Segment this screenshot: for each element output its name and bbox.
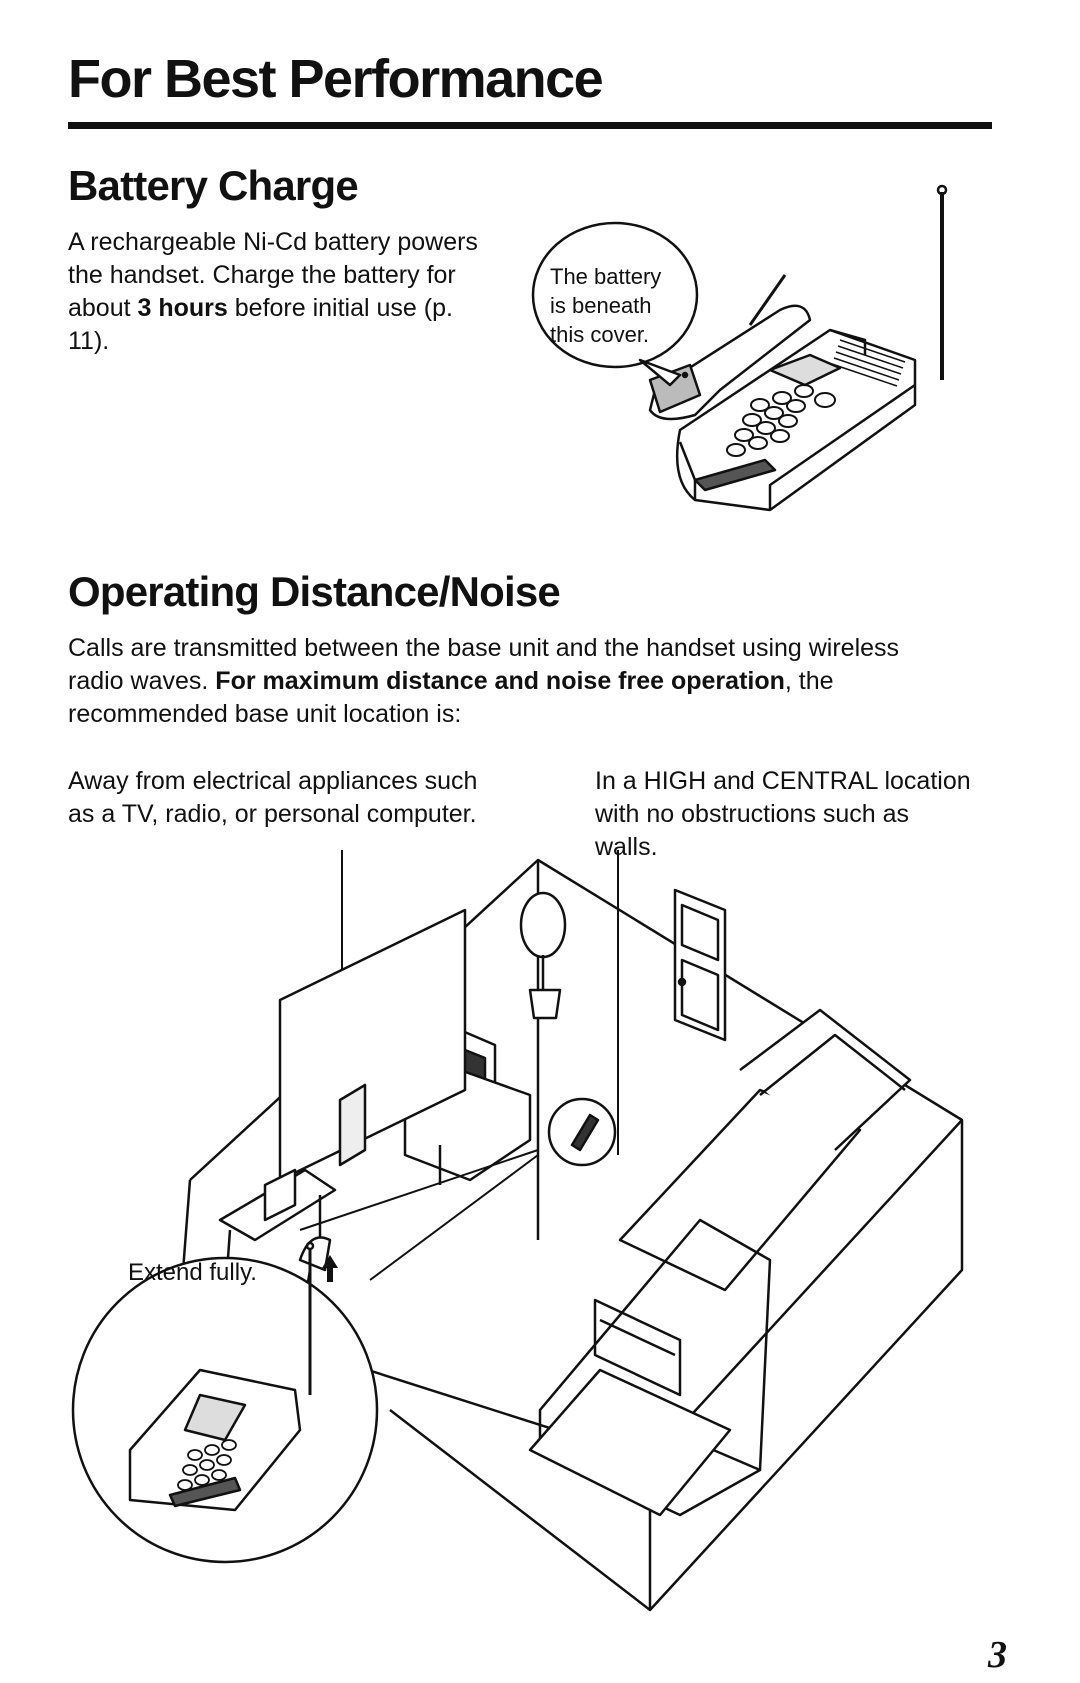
operating-distance-heading: Operating Distance/Noise — [68, 568, 561, 615]
callout-text-1: The battery — [550, 264, 661, 289]
battery-charge-hours: 3 hours — [137, 294, 228, 322]
battery-charge-text-part1: A rechargeable Ni-Cd battery powers the … — [68, 228, 478, 322]
intro-part1: Calls are transmitted between the base u… — [68, 634, 900, 695]
callout-text-2: is beneath — [550, 293, 652, 318]
room-illustration: Extend fully. — [71, 850, 964, 1612]
extend-fully-label: Extend fully. — [128, 1259, 257, 1286]
page-number: 3 — [988, 1634, 1007, 1676]
intro-bold: For maximum distance and noise free oper… — [215, 667, 785, 695]
battery-charge-text: A rechargeable Ni-Cd battery powers the … — [68, 226, 488, 358]
left-caption: Away from electrical appliances such as … — [68, 767, 478, 828]
plant-icon — [519, 891, 567, 959]
operating-distance-intro: Calls are transmitted between the base u… — [68, 632, 918, 731]
base-unit-location-icon — [570, 1113, 600, 1152]
room-walls — [189, 858, 964, 1612]
table-icon — [528, 1368, 732, 1517]
right-caption: In a HIGH and CENTRAL location with no o… — [595, 767, 971, 861]
inset-base-unit-icon — [128, 1368, 302, 1512]
title-rule — [68, 122, 992, 129]
battery-charge-heading: Battery Charge — [68, 162, 359, 209]
arrow-up-icon — [322, 1255, 338, 1282]
phone-battery-illustration: The battery is beneath this cover. — [531, 184, 948, 512]
intro-part2: , the recommended base unit location is: — [68, 667, 834, 728]
sofa-icon — [618, 1088, 862, 1292]
door-icon — [673, 888, 727, 1042]
callout-bubble — [531, 221, 699, 369]
battery-charge-text-part2: before initial use (p. 11). — [68, 294, 453, 355]
page-title: For Best Performance — [68, 49, 604, 109]
callout-text-3: this cover. — [550, 322, 649, 347]
